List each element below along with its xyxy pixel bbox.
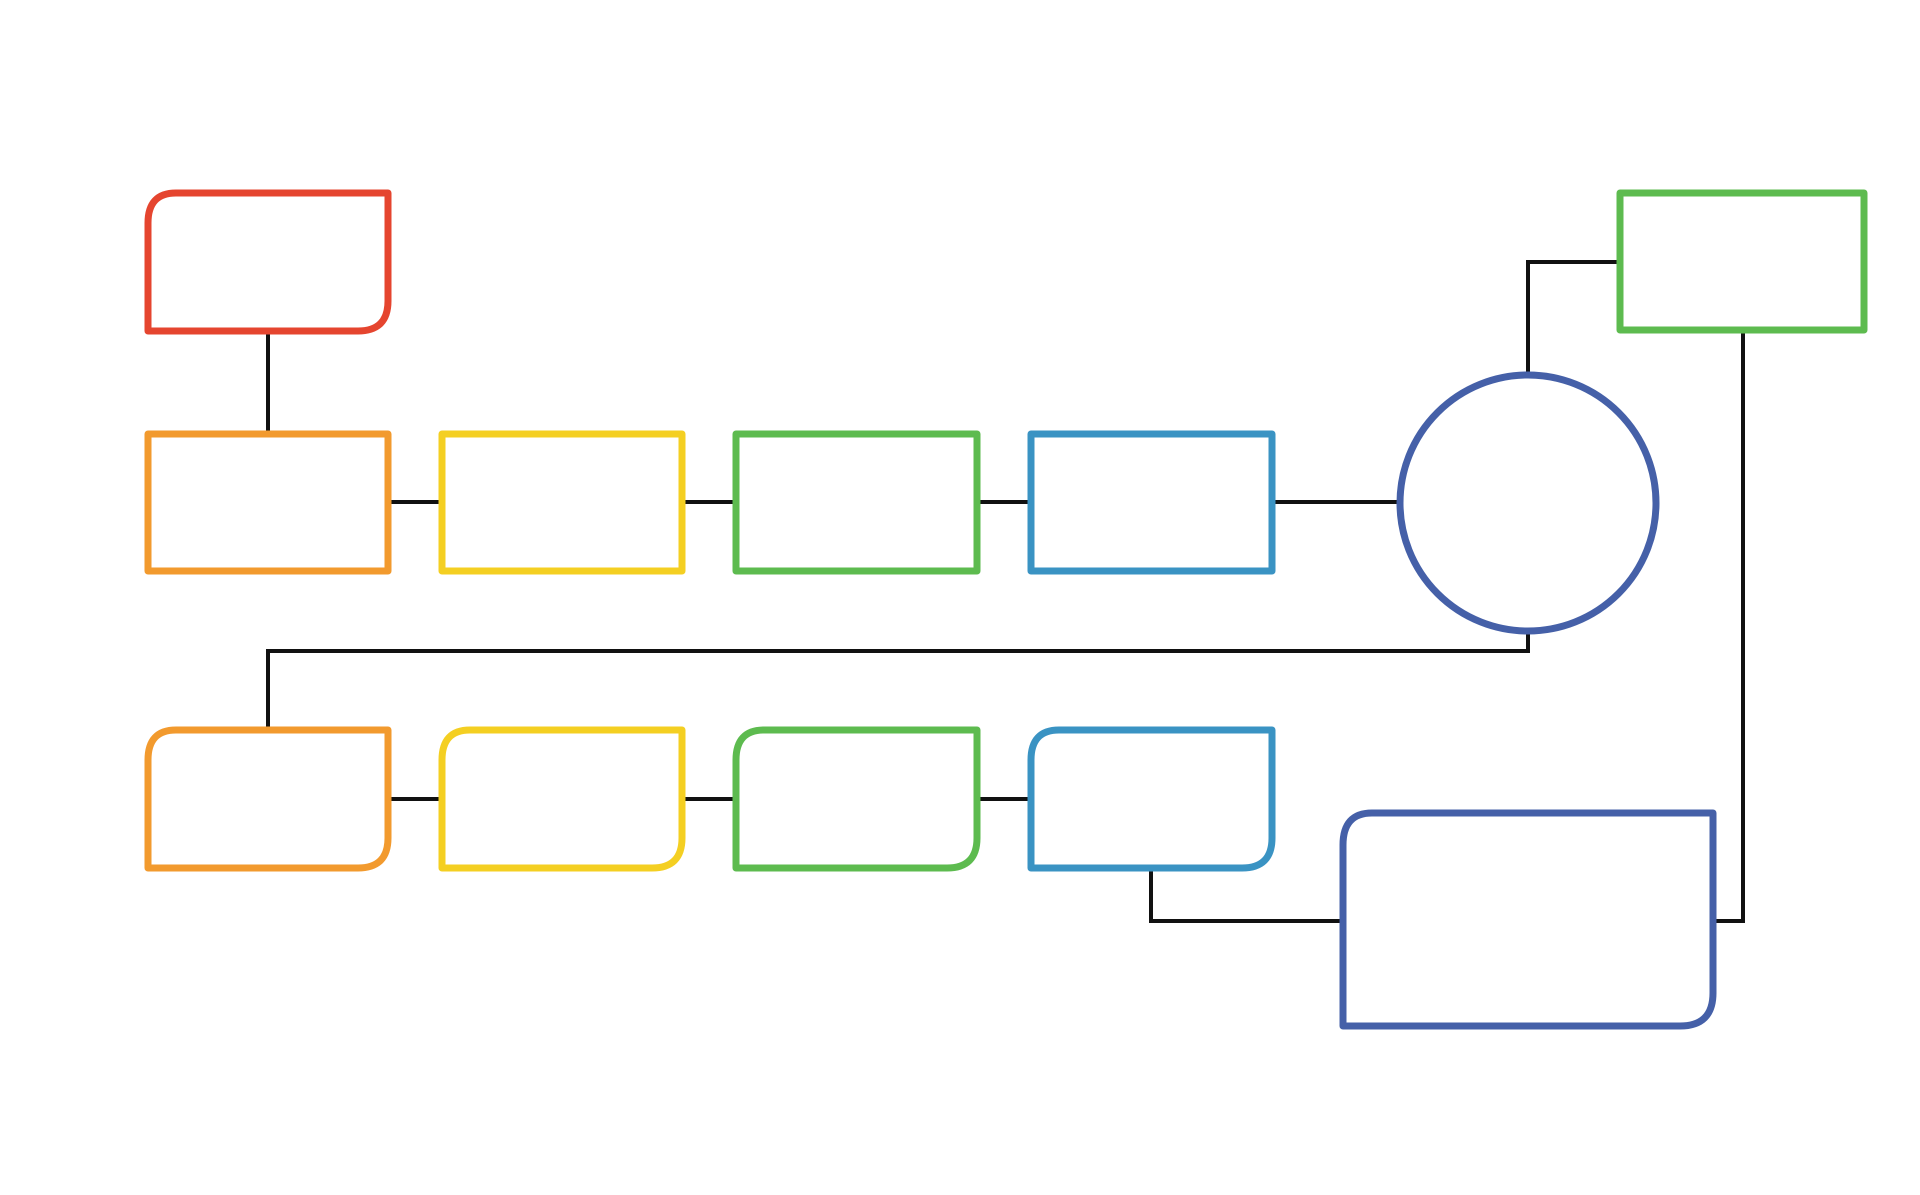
- box-row1-blue: [1027, 430, 1276, 575]
- box-top-red: [144, 189, 392, 335]
- connectors: [266, 260, 1745, 923]
- box-row2-yellow: [438, 726, 686, 872]
- box-row2-blue: [1027, 726, 1276, 872]
- box-top-right-green: [1616, 189, 1868, 334]
- connector-top-right-green-to-final-indigo: [1714, 331, 1745, 923]
- connector-hub-to-top-right-green: [1526, 260, 1621, 374]
- box-row1-green: [732, 430, 981, 575]
- box-final-indigo: [1339, 809, 1717, 1030]
- box-row2-orange: [144, 726, 392, 872]
- connector-hub-to-row2-orange: [266, 632, 1530, 730]
- nodes: [144, 189, 1868, 1030]
- circle-hub: [1396, 371, 1660, 635]
- box-row2-green: [732, 726, 981, 872]
- connector-row2-blue-to-final-indigo: [1149, 869, 1342, 923]
- box-row1-orange: [144, 430, 392, 575]
- box-row1-yellow: [438, 430, 686, 575]
